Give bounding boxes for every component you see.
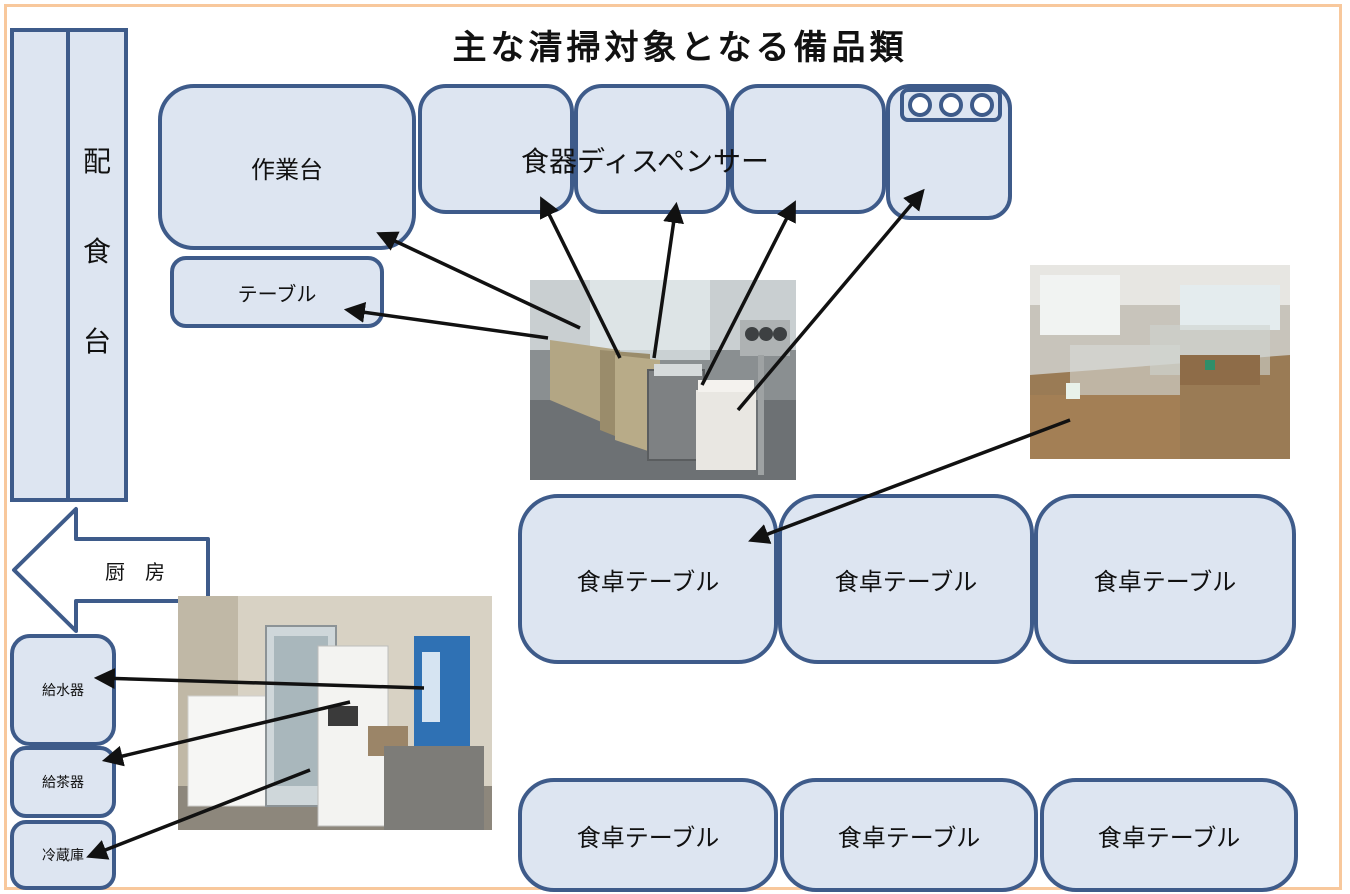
serving-counter-outer [10, 28, 70, 502]
dining-table-label: 食卓テーブル [576, 823, 720, 852]
dining-table-label: 食卓テーブル [1093, 567, 1237, 596]
dining-table-1: 食卓テーブル [518, 494, 778, 664]
equipment-photo [530, 280, 796, 480]
dining-table-5: 食卓テーブル [780, 778, 1038, 892]
work-table-box: 作業台 [158, 84, 416, 250]
dining-table-label: 食卓テーブル [1097, 823, 1241, 852]
dining-room-photo [1030, 265, 1290, 459]
appliances-photo [178, 596, 492, 830]
small-table-box: テーブル [170, 256, 384, 328]
refrigerator-box: 冷蔵庫 [10, 820, 116, 890]
dish-dispenser-label: 食器ディスペンサー [520, 145, 770, 178]
small-table-label: テーブル [237, 281, 317, 306]
serving-counter-inner [66, 28, 128, 502]
page-title: 主な清掃対象となる備品類 [452, 28, 908, 68]
serving-counter-char-1: 配 [82, 145, 111, 178]
tea-dispenser-label: 給茶器 [42, 775, 84, 791]
dining-table-3: 食卓テーブル [1034, 494, 1296, 664]
work-table-label: 作業台 [251, 155, 323, 184]
dining-table-label: 食卓テーブル [576, 567, 720, 596]
utensil-slots-icon [908, 93, 994, 117]
dish-dispenser-unit-2 [574, 84, 730, 214]
kitchen-label: 厨 房 [105, 560, 165, 584]
refrigerator-label: 冷蔵庫 [42, 848, 84, 864]
water-dispenser-box: 給水器 [10, 634, 116, 746]
dining-table-label: 食卓テーブル [834, 567, 978, 596]
water-dispenser-label: 給水器 [42, 683, 84, 699]
dining-table-4: 食卓テーブル [518, 778, 778, 892]
dining-table-6: 食卓テーブル [1040, 778, 1298, 892]
dining-table-2: 食卓テーブル [778, 494, 1034, 664]
utensil-holder-slots [900, 88, 1002, 122]
dish-dispenser-unit-1 [418, 84, 574, 214]
dining-table-label: 食卓テーブル [837, 823, 981, 852]
tea-dispenser-box: 給茶器 [10, 746, 116, 818]
serving-counter-label: 配 食 台 [70, 140, 124, 360]
serving-counter-char-2: 食 [82, 235, 111, 268]
serving-counter-char-3: 台 [82, 325, 111, 358]
kitchen-arrow-icon [12, 507, 210, 633]
